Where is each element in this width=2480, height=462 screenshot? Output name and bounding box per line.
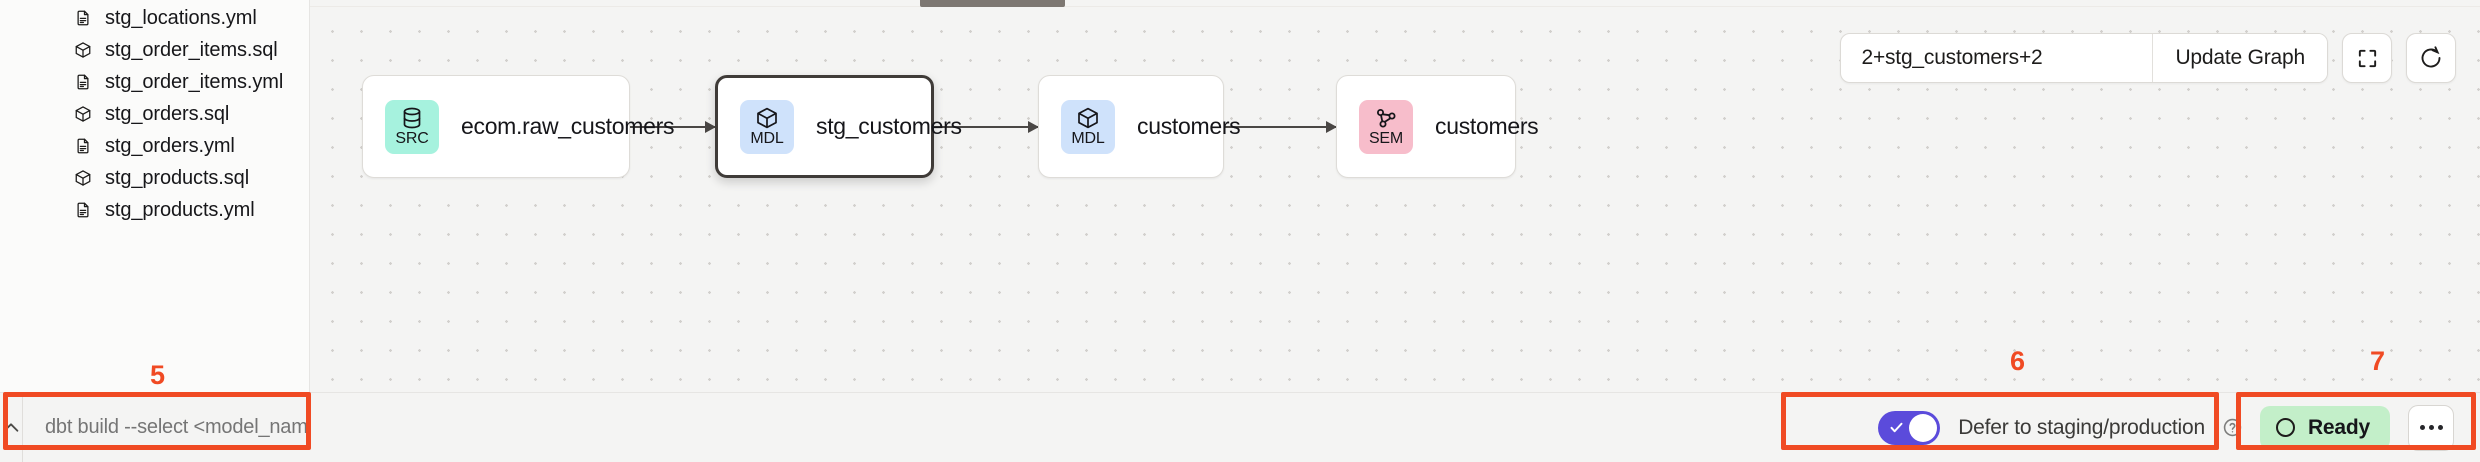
file-list-item[interactable]: stg_order_items.sql: [0, 34, 309, 66]
file-name-label: stg_orders.yml: [105, 134, 235, 157]
graph-node-src[interactable]: SRC ecom.raw_customers: [362, 75, 674, 178]
status-badge[interactable]: Ready: [2259, 405, 2390, 450]
sql-model-icon: [75, 106, 91, 122]
node-label: ecom.raw_customers: [461, 113, 675, 139]
fullscreen-icon[interactable]: [2342, 33, 2392, 83]
toggle-knob: [1909, 413, 1938, 442]
sql-model-icon: [75, 170, 91, 186]
graph-edge: [934, 121, 1039, 133]
file-name-label: stg_products.yml: [105, 198, 255, 221]
node-type-badge: MDL: [1061, 99, 1115, 154]
yml-file-icon: [77, 10, 89, 26]
graph-toolbar: Update Graph: [1840, 33, 2456, 83]
cube-icon: [1078, 107, 1098, 129]
file-name-label: stg_products.sql: [105, 166, 250, 189]
chevron-up-icon[interactable]: [0, 393, 23, 462]
graph-edge: [1224, 121, 1337, 133]
sql-model-icon: [75, 42, 91, 58]
defer-toggle[interactable]: [1878, 410, 1941, 445]
file-list-item[interactable]: stg_products.sql: [0, 162, 309, 194]
check-icon: [1890, 422, 1903, 432]
yml-file-icon: [77, 202, 89, 218]
graph-node-sem[interactable]: SEM customers: [1336, 75, 1539, 178]
tab-strip: [310, 0, 2480, 7]
command-bar[interactable]: [0, 392, 310, 462]
file-explorer-sidebar: stg_locations.yml stg_order_items.sql stg_…: [0, 0, 310, 462]
node-type-label: SEM: [1368, 130, 1404, 147]
help-circle-icon[interactable]: [2223, 418, 2242, 437]
file-list-item[interactable]: stg_order_items.yml: [0, 66, 309, 98]
network-icon: [1377, 109, 1396, 128]
yml-file-icon: [77, 74, 89, 90]
graph-selector-group: Update Graph: [1840, 33, 2328, 83]
status-bar: Defer to staging/production Ready: [310, 392, 2480, 462]
node-label: customers: [1435, 113, 1539, 139]
node-type-badge: SRC: [385, 99, 439, 154]
file-list: stg_locations.yml stg_order_items.sql stg_…: [0, 0, 309, 226]
update-graph-button[interactable]: Update Graph: [2152, 34, 2327, 82]
more-horizontal-icon[interactable]: [2408, 404, 2454, 451]
refresh-icon[interactable]: [2406, 33, 2456, 83]
file-list-item[interactable]: stg_orders.sql: [0, 98, 309, 130]
defer-setting: Defer to staging/production: [1878, 410, 2242, 445]
graph-selector-input[interactable]: [1841, 34, 2153, 82]
graph-edge: [630, 121, 716, 133]
file-name-label: stg_order_items.sql: [105, 38, 278, 61]
graph-node-stg[interactable]: MDL stg_customers: [715, 75, 962, 178]
file-name-label: stg_order_items.yml: [105, 70, 284, 93]
file-list-item[interactable]: stg_products.yml: [0, 194, 309, 226]
defer-label: Defer to staging/production: [1958, 415, 2205, 439]
node-type-badge: SEM: [1359, 99, 1413, 154]
cube-icon: [757, 107, 777, 129]
node-label: stg_customers: [816, 113, 962, 139]
status-label: Ready: [2307, 415, 2370, 439]
yml-file-icon: [77, 138, 89, 154]
command-input[interactable]: [23, 393, 310, 462]
status-indicator-icon: [2275, 418, 2295, 437]
file-name-label: stg_locations.yml: [105, 6, 257, 29]
node-type-label: SRC: [395, 130, 429, 147]
node-type-label: MDL: [750, 130, 784, 147]
file-list-item[interactable]: stg_locations.yml: [0, 2, 309, 34]
database-icon: [403, 107, 421, 129]
graph-node-mdl[interactable]: MDL customers: [1038, 75, 1241, 178]
status-bar-right: Defer to staging/production Ready: [1878, 404, 2480, 451]
node-type-badge: MDL: [740, 99, 794, 154]
node-label: customers: [1137, 113, 1241, 139]
file-list-item[interactable]: stg_orders.yml: [0, 130, 309, 162]
file-name-label: stg_orders.sql: [105, 102, 230, 125]
node-type-label: MDL: [1071, 130, 1105, 147]
active-tab-indicator[interactable]: [920, 0, 1065, 7]
